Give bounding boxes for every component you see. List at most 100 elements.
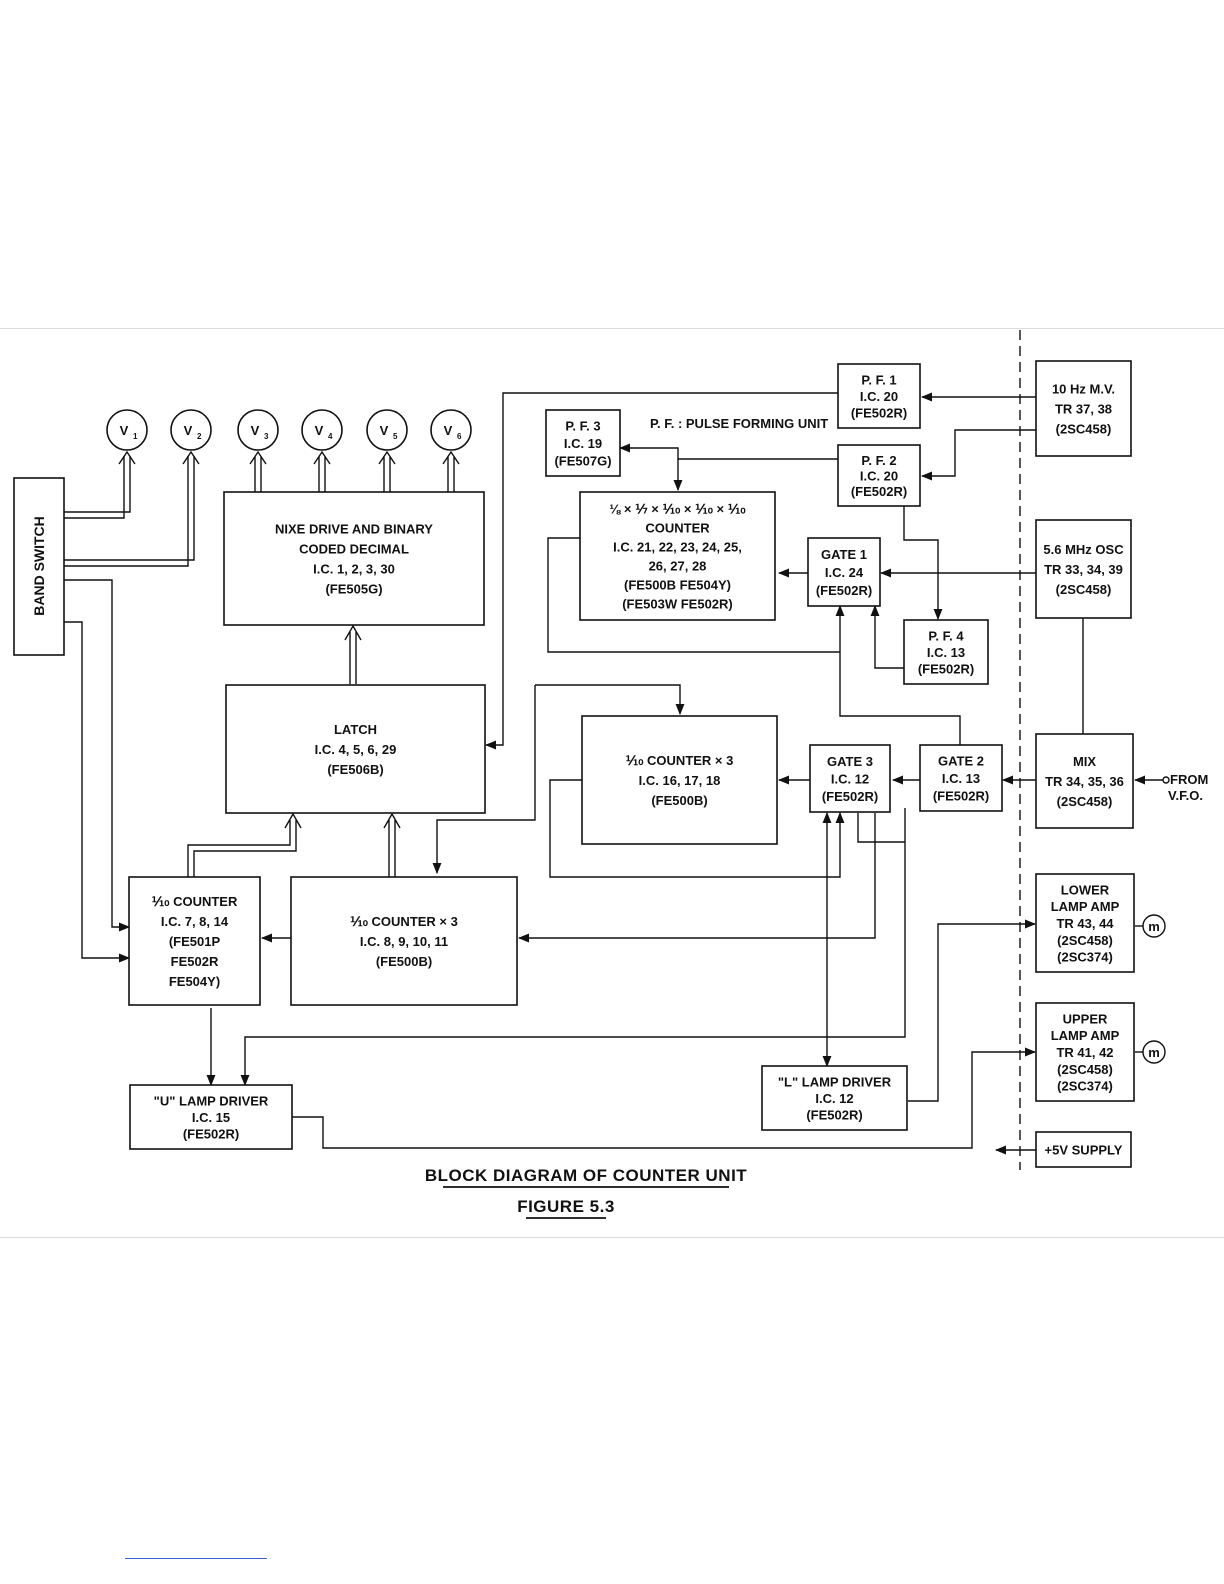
u-lamp-driver-text-1: I.C. 15 [192, 1110, 230, 1125]
gate1-text-2: (FE502R) [816, 583, 872, 598]
osc-10hz-text-0: 10 Hz M.V. [1052, 382, 1115, 397]
wire-band-counter2 [64, 621, 131, 963]
nixie-tube-label-2: V [184, 423, 193, 438]
counter-left-text-0: ⅒ COUNTER [152, 894, 238, 909]
upper-lamp-amp-text-4: (2SC374) [1057, 1079, 1113, 1094]
counter-x3-bottom-text-1: I.C. 8, 9, 10, 11 [360, 934, 448, 949]
pf1-text-0: P. F. 1 [861, 372, 896, 387]
l-lamp-driver-text-1: I.C. 12 [815, 1091, 853, 1106]
wire-gate2-ulamp [240, 808, 906, 1087]
wire-pf1-latch [484, 392, 840, 750]
wire-band-v1-head [118, 450, 136, 465]
counter-x3-top-text-1: I.C. 16, 17, 18 [639, 773, 721, 788]
osc-56mhz-text-1: TR 33, 34, 39 [1044, 562, 1123, 577]
counter-left-text-3: FE502R [171, 954, 219, 969]
lower-lamp-amp-text-2: TR 43, 44 [1056, 916, 1114, 931]
wire-counter1-latch [187, 812, 302, 877]
u-lamp-driver-text-0: "U" LAMP DRIVER [154, 1093, 269, 1108]
osc-56mhz-box [1035, 519, 1132, 619]
osc-10hz-text-1: TR 37, 38 [1055, 402, 1112, 417]
wire-drive-v3 [249, 450, 267, 492]
wire-counter-feedback [547, 537, 840, 653]
nixie-tube-v3 [237, 409, 279, 451]
nixie-tube-subscript-5: 5 [393, 432, 398, 441]
upper-lamp-amp-text-2: TR 41, 42 [1056, 1045, 1113, 1060]
upper-meter-symbol: m [1148, 1045, 1160, 1060]
nixie-tube-subscript-1: 1 [133, 432, 138, 441]
gate2-text-2: (FE502R) [933, 788, 989, 803]
wire-counter3-loop [549, 779, 845, 878]
main-counter-box [579, 491, 776, 621]
counter-left-box [128, 876, 261, 1006]
latch-text-2: (FE506B) [327, 762, 383, 777]
wire-drive-v5 [378, 450, 396, 492]
upper-meter-icon [1142, 1040, 1166, 1064]
nixie-tube-subscript-2: 2 [197, 432, 202, 441]
figure-number: FIGURE 5.3 [517, 1197, 615, 1216]
nixie-tube-v1 [106, 409, 148, 451]
bottom-divider [0, 1237, 1224, 1238]
nixie-tube-subscript-4: 4 [328, 432, 333, 441]
pf4-text-1: I.C. 13 [927, 645, 965, 660]
footer-link-underline[interactable] [125, 1558, 267, 1559]
gate1-text-1: I.C. 24 [825, 565, 864, 580]
mix-box [1035, 733, 1134, 829]
nixie-drive-text-3: (FE505G) [325, 582, 382, 597]
lower-lamp-amp-text-3: (2SC458) [1057, 933, 1113, 948]
from-vfo-label-2: V.F.O. [1168, 788, 1203, 803]
wire-latch-drive [344, 624, 362, 684]
main-counter-text-0: ⅛ × ⅐ × ⅒ × ⅒ × ⅒ [609, 502, 745, 517]
top-divider [0, 328, 1224, 329]
mix-text-2: (2SC458) [1057, 794, 1113, 809]
wire-pf2-pf4 [903, 505, 943, 621]
upper-lamp-amp-text-3: (2SC458) [1057, 1062, 1113, 1077]
counter-left-text-1: I.C. 7, 8, 14 [161, 914, 229, 929]
latch-text-1: I.C. 4, 5, 6, 29 [315, 742, 397, 757]
osc-56mhz-text-2: (2SC458) [1056, 582, 1112, 597]
lower-meter-icon [1142, 914, 1166, 938]
pf2-text-1: I.C. 20 [860, 469, 898, 484]
wire-drive-v4 [313, 450, 331, 492]
wire-band-counter1 [64, 579, 131, 932]
counter-x3-bottom-box [290, 876, 518, 1006]
nixie-drive-text-0: NIXE DRIVE AND BINARY [275, 522, 433, 537]
counter-left-text-4: FE504Y) [169, 974, 220, 989]
band-switch-box [13, 477, 65, 656]
nixie-tube-v6 [430, 409, 472, 451]
wire-llamp-lower [908, 919, 1037, 1102]
wire-llamp-gate3 [857, 813, 905, 843]
counter-left-text-2: (FE501P [169, 934, 221, 949]
lower-lamp-amp-text-4: (2SC374) [1057, 950, 1113, 965]
pf1-text-1: I.C. 20 [860, 389, 898, 404]
nixie-tube-label-4: V [315, 423, 324, 438]
l-lamp-driver-text-2: (FE502R) [806, 1108, 862, 1123]
wire-band-v2 [64, 456, 195, 567]
wire-pf4-gate1 [870, 604, 906, 669]
lower-lamp-amp-text-0: LOWER [1061, 882, 1110, 897]
wire-drive-v6 [442, 450, 460, 492]
u-lamp-driver-box [129, 1084, 293, 1150]
wire-branch-bottom-counter [432, 685, 536, 875]
nixie-tube-subscript-3: 3 [264, 432, 269, 441]
counter-x3-top-box [581, 715, 778, 845]
counter-x3-bottom-text-2: (FE500B) [376, 954, 432, 969]
counter-x3-top-text-2: (FE500B) [651, 793, 707, 808]
pf4-box [903, 619, 989, 685]
wire-gate3-bottom-counter [517, 813, 876, 943]
wire-pf2-pf3 [618, 443, 840, 460]
band-switch-label: BAND SWITCH [31, 516, 47, 616]
gate3-box [809, 744, 891, 813]
lower-lamp-amp-box [1035, 873, 1135, 973]
latch-box [225, 684, 486, 814]
l-lamp-driver-text-0: "L" LAMP DRIVER [778, 1074, 892, 1089]
gate3-text-2: (FE502R) [822, 789, 878, 804]
main-counter-text-5: (FE503W FE502R) [622, 597, 733, 612]
pf2-text-2: (FE502R) [851, 484, 907, 499]
main-counter-text-4: (FE500B FE504Y) [624, 578, 731, 593]
counter-x3-bottom-text-0: ⅒ COUNTER × 3 [350, 914, 458, 929]
gate1-text-0: GATE 1 [821, 547, 867, 562]
lower-lamp-amp-text-1: LAMP AMP [1051, 899, 1120, 914]
upper-lamp-amp-box [1035, 1002, 1135, 1102]
l-lamp-driver-box [761, 1065, 908, 1131]
